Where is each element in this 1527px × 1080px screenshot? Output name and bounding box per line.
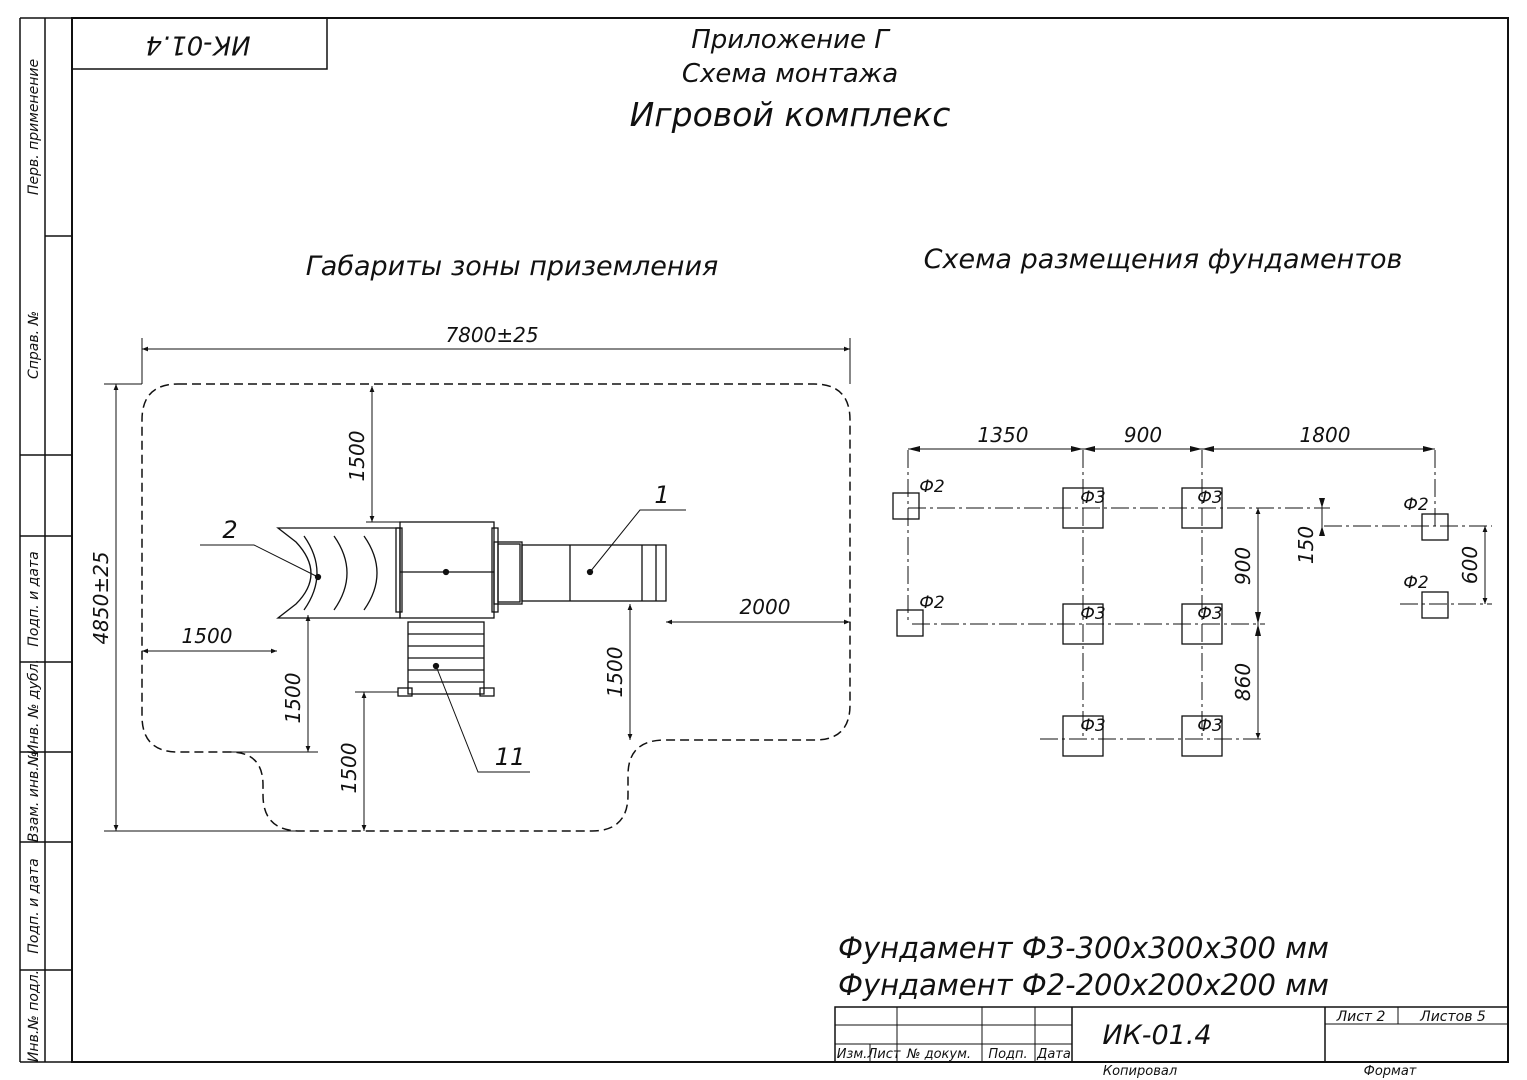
- f2-label-3: Ф2: [1403, 495, 1428, 515]
- dim-900-top: 900: [1124, 423, 1162, 447]
- side-label-podp-1: Подп. и дата: [26, 551, 42, 646]
- side-labels: Перв. применение Справ. № Подп. и дата И…: [26, 59, 42, 1062]
- side-label-inv-dubl: Инв. № дубл.: [26, 659, 42, 755]
- side-label-vzam: Взам. инв.№: [26, 752, 42, 843]
- landing-zone-title: Габариты зоны приземления: [306, 251, 719, 282]
- landing-zone: 7800±25 4850±25 1500 1500 2000 1500 1500…: [89, 323, 851, 832]
- dim-860: 860: [1231, 663, 1255, 701]
- foundation-layout: 1350 900 1800 900 860 150 600 Ф2 Ф2 Ф2 Ф…: [892, 423, 1492, 757]
- side-label-inv-podl: Инв.№ подл.: [26, 970, 42, 1062]
- f2-label-2: Ф2: [919, 593, 944, 613]
- title-col-doc: № докум.: [906, 1047, 971, 1062]
- dim-left: 1500: [182, 624, 233, 648]
- dim-bottom-right: 1500: [603, 647, 627, 698]
- header-appendix: Приложение Г: [691, 25, 891, 55]
- dim-width: 7800±25: [445, 323, 538, 347]
- f3-label-2: Ф3: [1197, 488, 1222, 508]
- title-block: [834, 1006, 1509, 1063]
- dim-900-vert: 900: [1231, 547, 1255, 585]
- dim-top: 1500: [345, 431, 369, 482]
- callout-11: 11: [495, 743, 526, 771]
- f3-label-3: Ф3: [1080, 604, 1105, 624]
- rotated-stamp: ИК-01.4: [145, 30, 250, 60]
- side-label-podp-2: Подп. и дата: [26, 858, 42, 953]
- note-f2: Фундамент Ф2-200х200х200 мм: [838, 968, 1329, 1002]
- title-col-sign: Подп.: [988, 1047, 1027, 1062]
- title-col-izm: Изм.: [837, 1047, 868, 1062]
- title-format: Формат: [1364, 1064, 1417, 1079]
- header-title: Игровой комплекс: [630, 95, 951, 134]
- dim-150: 150: [1294, 526, 1318, 564]
- side-label-sprav: Справ. №: [26, 311, 42, 379]
- foundation-f3: Ф3 Ф3 Ф3 Ф3 Ф3 Ф3: [1062, 487, 1223, 757]
- dim-bottom-left-a: 1500: [281, 673, 305, 724]
- title-doc-number: ИК-01.4: [1102, 1020, 1211, 1051]
- note-f3: Фундамент Ф3-300х300х300 мм: [838, 931, 1329, 965]
- title-sheet: Лист 2: [1336, 1009, 1386, 1025]
- title-copied: Копировал: [1103, 1064, 1177, 1079]
- f2-label-1: Ф2: [919, 477, 944, 497]
- f2-label-4: Ф2: [1403, 573, 1428, 593]
- play-complex: [276, 521, 667, 697]
- dim-600: 600: [1458, 546, 1482, 584]
- sheet-frame: [19, 17, 1509, 1063]
- f3-label-6: Ф3: [1197, 716, 1222, 736]
- side-label-perv: Перв. применение: [26, 59, 42, 195]
- dim-1350: 1350: [978, 423, 1029, 447]
- dim-right: 2000: [740, 595, 791, 619]
- dim-1800: 1800: [1300, 423, 1351, 447]
- callout-2: 2: [222, 516, 237, 544]
- foundation-f2: Ф2 Ф2 Ф2 Ф2: [892, 477, 1449, 637]
- f3-label-1: Ф3: [1080, 488, 1105, 508]
- f3-label-4: Ф3: [1197, 604, 1222, 624]
- f3-label-5: Ф3: [1080, 716, 1105, 736]
- title-col-date: Дата: [1036, 1047, 1071, 1062]
- title-sheets: Листов 5: [1419, 1009, 1486, 1025]
- header-subtitle: Схема монтажа: [682, 59, 898, 89]
- foundation-title: Схема размещения фундаментов: [924, 244, 1403, 275]
- landing-zone-outline: [141, 383, 851, 832]
- title-col-list: Лист: [867, 1047, 901, 1062]
- dim-height: 4850±25: [89, 551, 113, 644]
- callout-1: 1: [654, 481, 669, 509]
- dim-bottom-left-b: 1500: [337, 743, 361, 794]
